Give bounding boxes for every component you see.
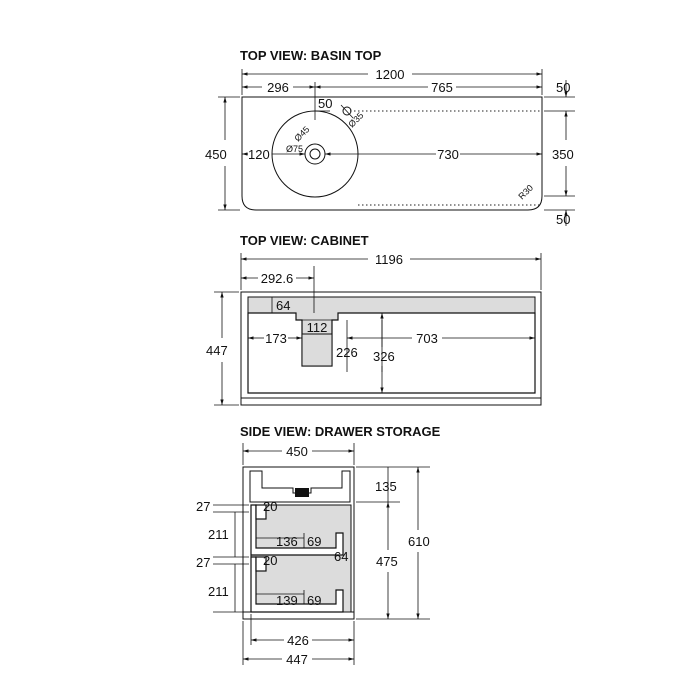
drawer1-handle — [255, 504, 267, 520]
basin-top-outline — [241, 96, 543, 211]
dim-body-height: 475 — [376, 554, 398, 569]
dim-total-height: 610 — [408, 534, 430, 549]
dim-inner-depth: 326 — [373, 349, 395, 364]
dim-waste-d75: Ø75 — [286, 144, 303, 154]
dim-corner-radius: R30 — [516, 183, 535, 202]
dim-cabinet-width: 1196 — [375, 252, 403, 267]
dim-d1-side: 69 — [307, 534, 321, 549]
dim-basin-left: 120 — [248, 147, 270, 162]
dim-depth: 450 — [205, 147, 227, 162]
dim-top-depth: 450 — [286, 444, 308, 459]
waste-fitting — [295, 488, 309, 497]
dim-inner-depth: 426 — [287, 633, 309, 648]
waste-inner — [309, 148, 321, 160]
dim-total-width: 1200 — [376, 67, 405, 82]
dim-drawer2-height: 211 — [208, 584, 229, 599]
waste-outer — [304, 143, 326, 165]
dim-left-space: 173 — [265, 331, 287, 346]
dim-gap-top: 27 — [196, 499, 210, 514]
basin-top-view: TOP VIEW: BASIN TOP 1200 296 765 50 Ø35 — [205, 48, 575, 227]
dim-cabinet-depth: 447 — [206, 343, 228, 358]
dim-left-to-center: 296 — [267, 80, 289, 95]
basin-profile — [249, 470, 351, 503]
tap-cross — [340, 104, 354, 119]
notch-grey — [301, 333, 333, 367]
dim-drawer1-height: 211 — [208, 527, 229, 542]
cabinet-outline — [240, 291, 542, 406]
dim-cabinet-left-offset: 292.6 — [261, 271, 294, 286]
drawer2-handle — [255, 556, 267, 572]
cabinet-title: TOP VIEW: CABINET — [240, 233, 369, 248]
dim-d2-side: 69 — [307, 593, 321, 608]
dim-top-margin: 50 — [556, 80, 570, 95]
dim-d2-inner: 139 — [276, 593, 298, 608]
dim-gap-mid: 27 — [196, 555, 210, 570]
dim-basin-right: 730 — [437, 147, 459, 162]
dim-d1-inner: 136 — [276, 534, 298, 549]
basin-top-title: TOP VIEW: BASIN TOP — [240, 48, 382, 63]
side-outline — [242, 466, 355, 620]
dim-tap-offset: 50 — [318, 96, 332, 111]
dim-d2-front: 20 — [263, 553, 277, 568]
dim-bottom-margin: 50 — [556, 212, 570, 227]
cabinet-top-view: TOP VIEW: CABINET 1196 292.6 64 112 173 — [206, 233, 542, 406]
dim-basin-height: 135 — [375, 479, 397, 494]
drawer-title: SIDE VIEW: DRAWER STORAGE — [240, 424, 441, 439]
dim-tap-d35: Ø35 — [346, 110, 365, 129]
drawer-side-view: SIDE VIEW: DRAWER STORAGE 450 135 475 61… — [196, 424, 441, 667]
dim-d1-front: 20 — [263, 499, 277, 514]
dim-notch-depth: 64 — [276, 298, 290, 313]
dim-d1-back: 64 — [334, 549, 348, 564]
dim-notch-lower: 226 — [336, 345, 358, 360]
dim-outer-depth: 447 — [286, 652, 308, 667]
dim-right-span: 765 — [431, 80, 453, 95]
dim-notch-width: 112 — [307, 320, 328, 335]
dim-waste-d45: Ø45 — [292, 124, 311, 143]
dim-right-space: 703 — [416, 331, 438, 346]
dim-inner-depth: 350 — [552, 147, 574, 162]
